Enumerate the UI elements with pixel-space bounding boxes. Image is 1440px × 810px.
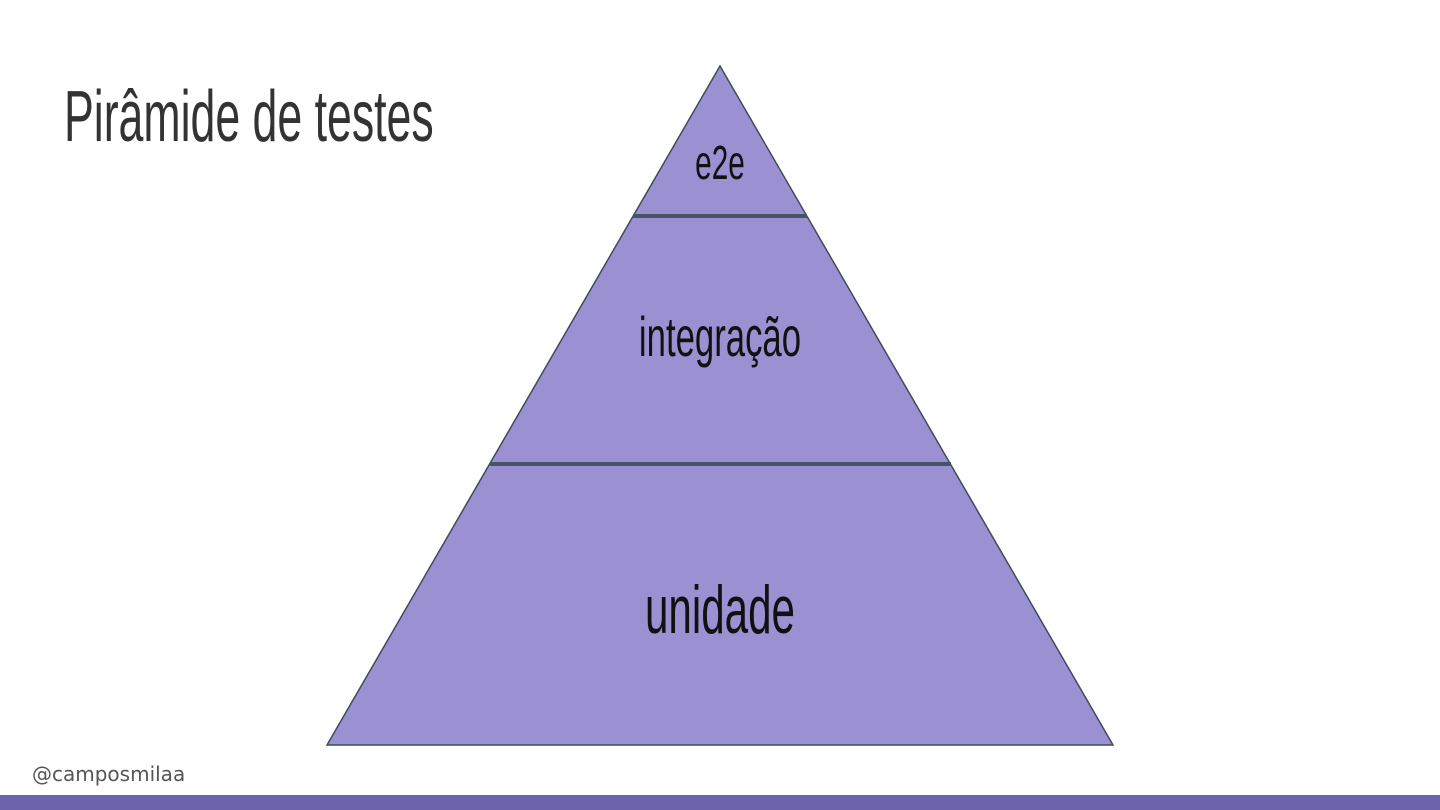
layer-label-integracao: integração [639,306,801,369]
layer-label-unidade: unidade [645,572,795,648]
pyramid-shape [325,64,1115,746]
author-handle: @camposmilaa [32,762,186,786]
layer-label-e2e: e2e [695,137,745,190]
footer-bar [0,795,1440,810]
slide-title: Pirâmide de testes [64,77,434,157]
